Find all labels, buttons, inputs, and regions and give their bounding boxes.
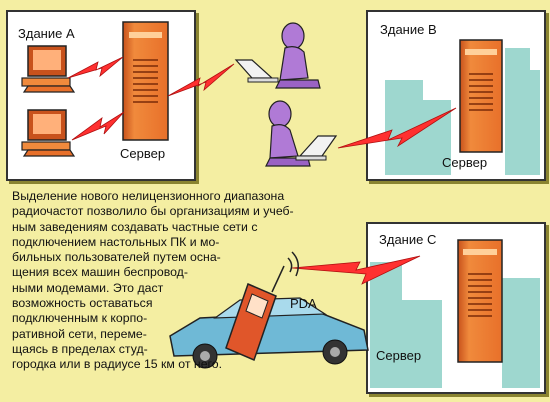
description-line: щаясь в пределах студ- xyxy=(12,341,148,356)
city-skyline-icon xyxy=(370,262,540,388)
building-b-title: Здание В xyxy=(380,22,437,37)
building-a-title: Здание А xyxy=(18,26,75,41)
server-tower-icon xyxy=(122,21,169,141)
lightning-icon xyxy=(67,56,124,79)
lightning-icon xyxy=(71,111,125,141)
description-line: возможность оставаться xyxy=(12,296,153,311)
description-line: Выделение нового нелицензионного диапазо… xyxy=(12,189,285,203)
description-paragraph: Выделение нового нелицензионного диапазо… xyxy=(12,189,294,373)
building-b-server-label: Сервер xyxy=(442,155,488,170)
description-line: подключением настольных ПК и мо- xyxy=(12,234,220,249)
building-c-title: Здание С xyxy=(379,232,437,247)
description-line: ративной сети, переме- xyxy=(12,326,147,341)
laptop-user-icon xyxy=(234,22,321,89)
building-c-server-label: Сервер xyxy=(376,348,422,363)
description-line: щения всех машин беспровод- xyxy=(12,265,188,280)
pda-icon xyxy=(225,282,277,362)
lightning-icon xyxy=(337,107,457,149)
antenna-icon xyxy=(271,251,299,293)
lightning-icon xyxy=(167,63,235,97)
description-line: радиочастот позволило бы организациям и … xyxy=(12,204,294,219)
description-line: ными модемами. Это даст xyxy=(12,280,164,295)
description-line: подключенным к корпо- xyxy=(12,311,148,326)
description-line: бильных пользователей путем осна- xyxy=(12,250,221,265)
desktop-pc-icon xyxy=(21,109,76,157)
server-tower-icon xyxy=(459,39,503,153)
building-a-server-label: Сервер xyxy=(120,146,166,161)
pda-label: PDA xyxy=(290,296,317,311)
laptop-user-icon xyxy=(265,100,338,167)
server-tower-icon xyxy=(457,239,503,363)
description-line: ным заведениям создавать частные сети с xyxy=(12,219,258,234)
lightning-icon xyxy=(291,255,421,285)
desktop-pc-icon xyxy=(21,45,76,93)
description-line: городка или в радиусе 15 км от него. xyxy=(12,357,223,372)
